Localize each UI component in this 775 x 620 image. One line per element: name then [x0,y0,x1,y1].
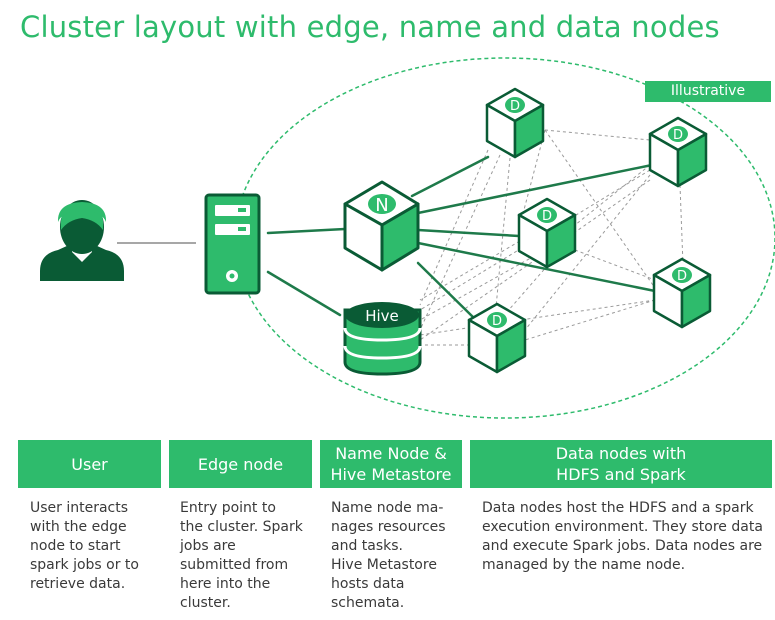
cluster-diagram: N Hive D D D D [40,57,775,419]
column-header-name-node: Name Node & Hive Metastore [320,440,462,488]
column-description-name-node: Name node ma- nages resources and tasks.… [331,500,446,611]
column-header-edge-node: Edge node [169,440,312,488]
name-node-letter: N [375,195,388,216]
data-node-letter: D [492,314,502,329]
data-node-letter: D [510,99,520,114]
data-node-letter: D [542,209,552,224]
page-title: Cluster layout with edge, name and data … [20,10,720,44]
column-description-edge-node: Entry point to the cluster. Spark jobs a… [180,500,303,611]
data-node-cube: D [517,197,577,269]
column-description-data-nodes: Data nodes host the HDFS and a spark exe… [482,500,763,573]
column-description-user: User interacts with the edge node to sta… [30,500,139,592]
column-header-user: User [18,440,161,488]
solid-connections [266,155,657,322]
column-header-data-nodes: Data nodes with HDFS and Spark [470,440,772,488]
user-avatar [40,200,124,281]
data-node-cube: D [648,116,708,188]
hive-metastore-database: Hive [343,302,422,376]
name-node-cube: N [343,180,420,272]
data-node-letter: D [677,269,687,284]
data-node-cube: D [485,87,545,159]
illustrative-badge: Illustrative [645,81,771,102]
edge-node-server [204,193,261,295]
hive-label: Hive [365,307,399,325]
data-node-cube: D [467,302,527,374]
data-node-cube: D [652,257,712,329]
data-node-letter: D [673,128,683,143]
